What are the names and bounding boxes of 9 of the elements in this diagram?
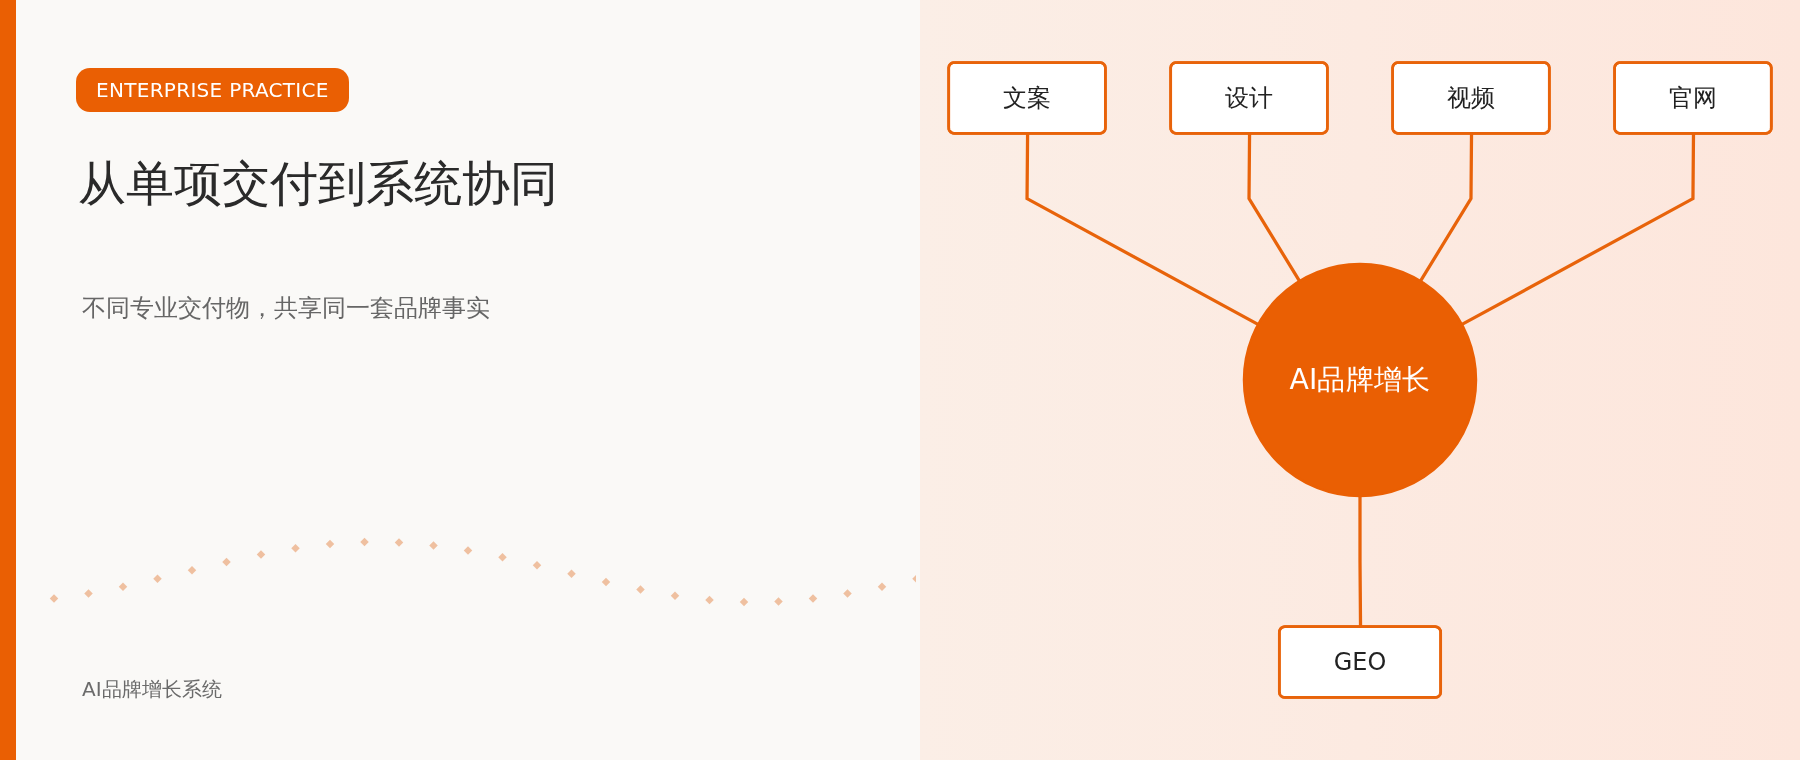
category-tag: ENTERPRISE PRACTICE — [76, 68, 349, 112]
node-circle: AI品牌增长 — [1242, 262, 1478, 498]
title: 从单项交付到系统协同 — [78, 154, 558, 213]
connector — [1247, 133, 1301, 282]
connector — [1461, 133, 1696, 326]
connector — [1419, 133, 1474, 282]
subtitle: 不同专业交付物，共享同一套品牌事实 — [82, 293, 490, 324]
footer-text: AI品牌增长系统 — [82, 676, 222, 703]
connector — [1025, 133, 1259, 326]
